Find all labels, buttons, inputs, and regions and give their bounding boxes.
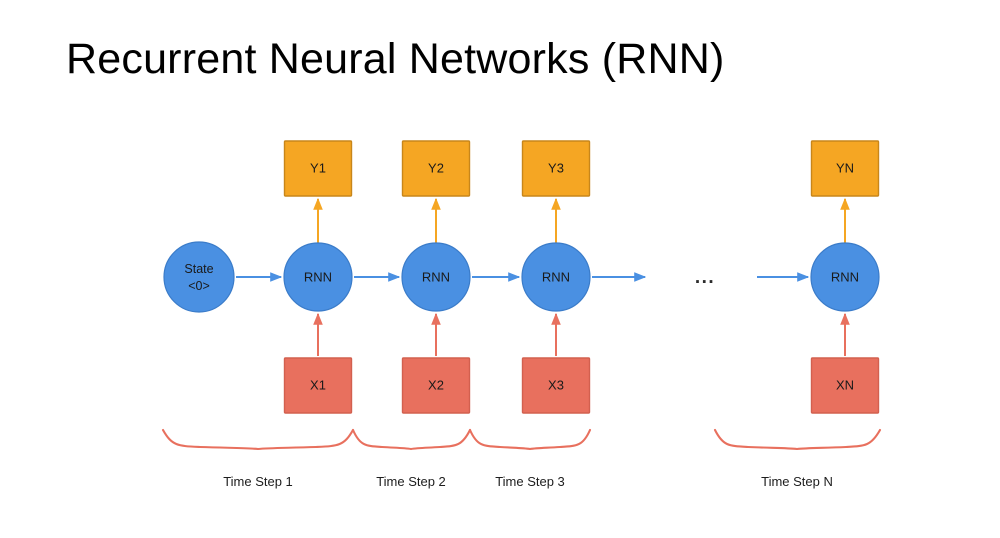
initial-state-label-line2: <0> xyxy=(188,279,210,293)
cell-label-t1: RNN xyxy=(304,269,332,284)
ellipsis-label: ... xyxy=(695,267,715,288)
output-box-t3[interactable] xyxy=(521,140,591,197)
input-box-t1[interactable] xyxy=(283,357,353,414)
input-label-t2: X2 xyxy=(428,377,444,392)
cell-label-t2: RNN xyxy=(422,269,450,284)
timestep-label-2: Time Step 2 xyxy=(376,474,446,489)
initial-state-label-line1: State xyxy=(184,262,213,276)
input-label-t3: X3 xyxy=(548,377,564,392)
timestep-group-tN: YN RNN XN xyxy=(810,140,880,414)
brace-timestep-1 xyxy=(161,428,355,451)
input-label-tN: XN xyxy=(836,377,854,392)
brace-timestep-N xyxy=(713,428,882,451)
page-title: Recurrent Neural Networks (RNN) xyxy=(66,35,725,83)
cell-label-t3: RNN xyxy=(542,269,570,284)
output-label-t1: Y1 xyxy=(310,160,326,175)
initial-state-node[interactable]: State <0> xyxy=(163,241,235,313)
initial-state-circle[interactable] xyxy=(163,241,235,313)
output-label-t2: Y2 xyxy=(428,160,444,175)
timestep-group-t2: Y2 RNN X2 xyxy=(401,140,471,414)
input-box-t2[interactable] xyxy=(401,357,471,414)
output-label-tN: YN xyxy=(836,160,854,175)
timestep-label-1: Time Step 1 xyxy=(223,474,293,489)
brace-timestep-2 xyxy=(351,428,472,451)
rnn-cell-tN[interactable] xyxy=(810,242,880,312)
rnn-cell-t1[interactable] xyxy=(283,242,353,312)
brace-timestep-3 xyxy=(468,428,592,451)
input-box-tN[interactable] xyxy=(810,357,880,414)
timestep-group-t1: Y1 RNN X1 xyxy=(283,140,353,414)
rnn-cell-t3[interactable] xyxy=(521,242,591,312)
timestep-group-t3: Y3 RNN X3 xyxy=(521,140,591,414)
output-box-t2[interactable] xyxy=(401,140,471,197)
timestep-label-N: Time Step N xyxy=(761,474,833,489)
cell-label-tN: RNN xyxy=(831,269,859,284)
timestep-label-3: Time Step 3 xyxy=(495,474,565,489)
input-label-t1: X1 xyxy=(310,377,326,392)
output-label-t3: Y3 xyxy=(548,160,564,175)
output-box-tN[interactable] xyxy=(810,140,880,197)
rnn-cell-t2[interactable] xyxy=(401,242,471,312)
input-box-t3[interactable] xyxy=(521,357,591,414)
output-box-t1[interactable] xyxy=(283,140,353,197)
